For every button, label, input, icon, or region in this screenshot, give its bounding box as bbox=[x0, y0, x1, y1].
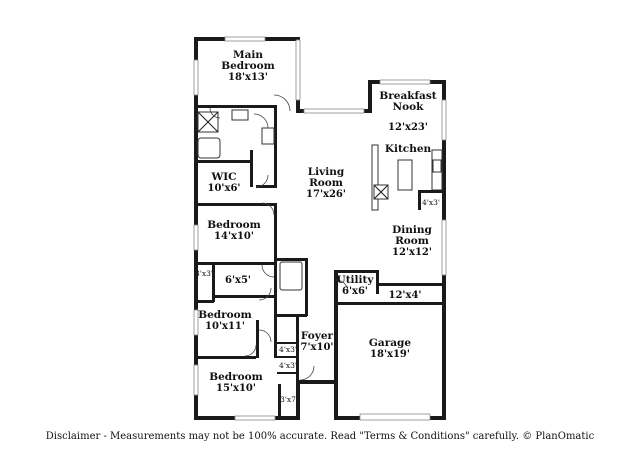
disclaimer-text: Disclaimer - Measurements may not be 100… bbox=[45, 431, 595, 442]
bedroom-4-dims: 15'x10' bbox=[216, 383, 256, 394]
hall-dims: 12'x4' bbox=[389, 290, 422, 301]
foyer-dims: 7'x10' bbox=[301, 342, 334, 353]
bedroom-3-name: Bedroom bbox=[198, 309, 252, 321]
fixtures bbox=[197, 109, 442, 291]
pantry-dims: 4'x3' bbox=[422, 198, 440, 207]
bedroom-3-dims: 10'x11' bbox=[205, 321, 245, 332]
main-bedroom-dims: 18'x13' bbox=[228, 72, 268, 83]
bedroom-2-name: Bedroom bbox=[207, 219, 261, 231]
dining-room-name-2: Room bbox=[395, 235, 429, 247]
closet-b-dims: 4'x3' bbox=[279, 345, 297, 354]
breakfast-nook-dims: 12'x23' bbox=[388, 122, 428, 133]
garage-dims: 18'x19' bbox=[370, 349, 410, 360]
dining-room-dims: 12'x12' bbox=[392, 247, 432, 258]
closet-a-dims: 3'x3' bbox=[195, 269, 213, 278]
main-bedroom-name-1: Main bbox=[233, 49, 263, 61]
main-bedroom-name-2: Bedroom bbox=[221, 60, 275, 72]
wic-name: WIC bbox=[210, 171, 236, 183]
bedroom-2-dims: 14'x10' bbox=[214, 231, 254, 242]
windows bbox=[193, 36, 447, 421]
closet-d-dims: 3'x7' bbox=[280, 395, 298, 404]
utility-dims: 6'x6' bbox=[342, 286, 368, 297]
bath-2-dims: 6'x5' bbox=[225, 275, 251, 286]
living-room-dims: 17'x26' bbox=[306, 189, 346, 200]
dining-room-name-1: Dining bbox=[392, 224, 432, 236]
garage-name: Garage bbox=[369, 337, 411, 349]
living-room-name-2: Room bbox=[309, 177, 343, 189]
breakfast-nook-name-1: Breakfast bbox=[379, 90, 436, 102]
room-labels: Main Bedroom 18'x13' Breakfast Nook 12'x… bbox=[195, 49, 440, 404]
living-room-name-1: Living bbox=[308, 166, 345, 178]
foyer-name: Foyer bbox=[301, 330, 334, 342]
closet-c-dims: 4'x3' bbox=[279, 361, 297, 370]
doors bbox=[209, 94, 349, 381]
utility-name: Utility bbox=[337, 274, 375, 286]
kitchen-name: Kitchen bbox=[385, 143, 432, 155]
breakfast-nook-name-2: Nook bbox=[393, 101, 425, 113]
wic-dims: 10'x6' bbox=[208, 183, 241, 194]
bedroom-4-name: Bedroom bbox=[209, 371, 263, 383]
